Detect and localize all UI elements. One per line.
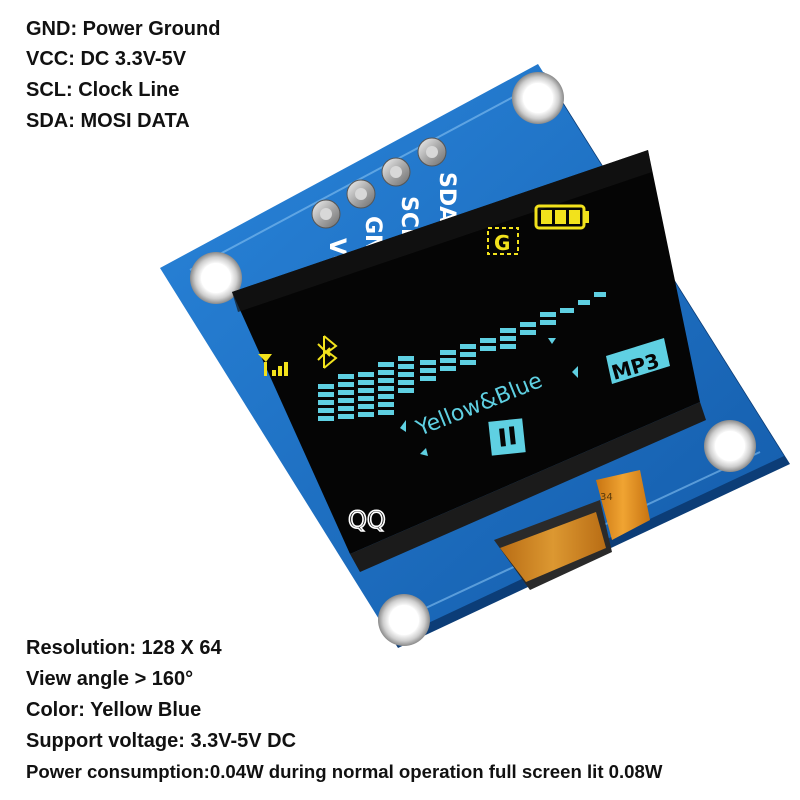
- clock-glyph: G: [494, 231, 510, 255]
- pin-spec-scl: SCL: Clock Line: [26, 79, 180, 101]
- pin-spec-sda: SDA: MOSI DATA: [26, 110, 190, 132]
- antenna-signal-icon: [258, 354, 288, 376]
- pin-label-sda: SDA: [434, 172, 459, 223]
- spec-power-consumption: Power consumption:0.04W during normal op…: [26, 761, 663, 782]
- battery-icon: [534, 204, 589, 230]
- oled-corner-text: QQ: [348, 506, 386, 534]
- spec-resolution: Resolution: 128 X 64: [26, 637, 222, 659]
- mp3-badge: MP3: [606, 338, 670, 385]
- flex-ribbon-cable: 34: [494, 470, 650, 590]
- mounting-hole-top-right: [512, 72, 564, 124]
- pin-spec-gnd: GND: Power Ground: [26, 18, 221, 40]
- ribbon-marking: 34: [600, 492, 613, 503]
- mounting-hole-left: [190, 252, 242, 304]
- mounting-hole-bottom: [378, 594, 430, 646]
- clock-icon: G: [487, 227, 519, 255]
- header-pins: [311, 137, 447, 229]
- mounting-hole-right: [704, 420, 756, 472]
- pin-spec-vcc: VCC: DC 3.3V-5V: [26, 48, 187, 70]
- oled-yellow-area: G: [258, 204, 589, 376]
- spec-view-angle: View angle > 160°: [26, 668, 194, 690]
- spec-color: Color: Yellow Blue: [26, 699, 202, 721]
- spec-voltage: Support voltage: 3.3V-5V DC: [26, 730, 297, 752]
- bluetooth-icon: [317, 335, 338, 369]
- playback-markers: [400, 338, 578, 456]
- equalizer-bars: [318, 292, 606, 421]
- pause-icon: [488, 418, 526, 456]
